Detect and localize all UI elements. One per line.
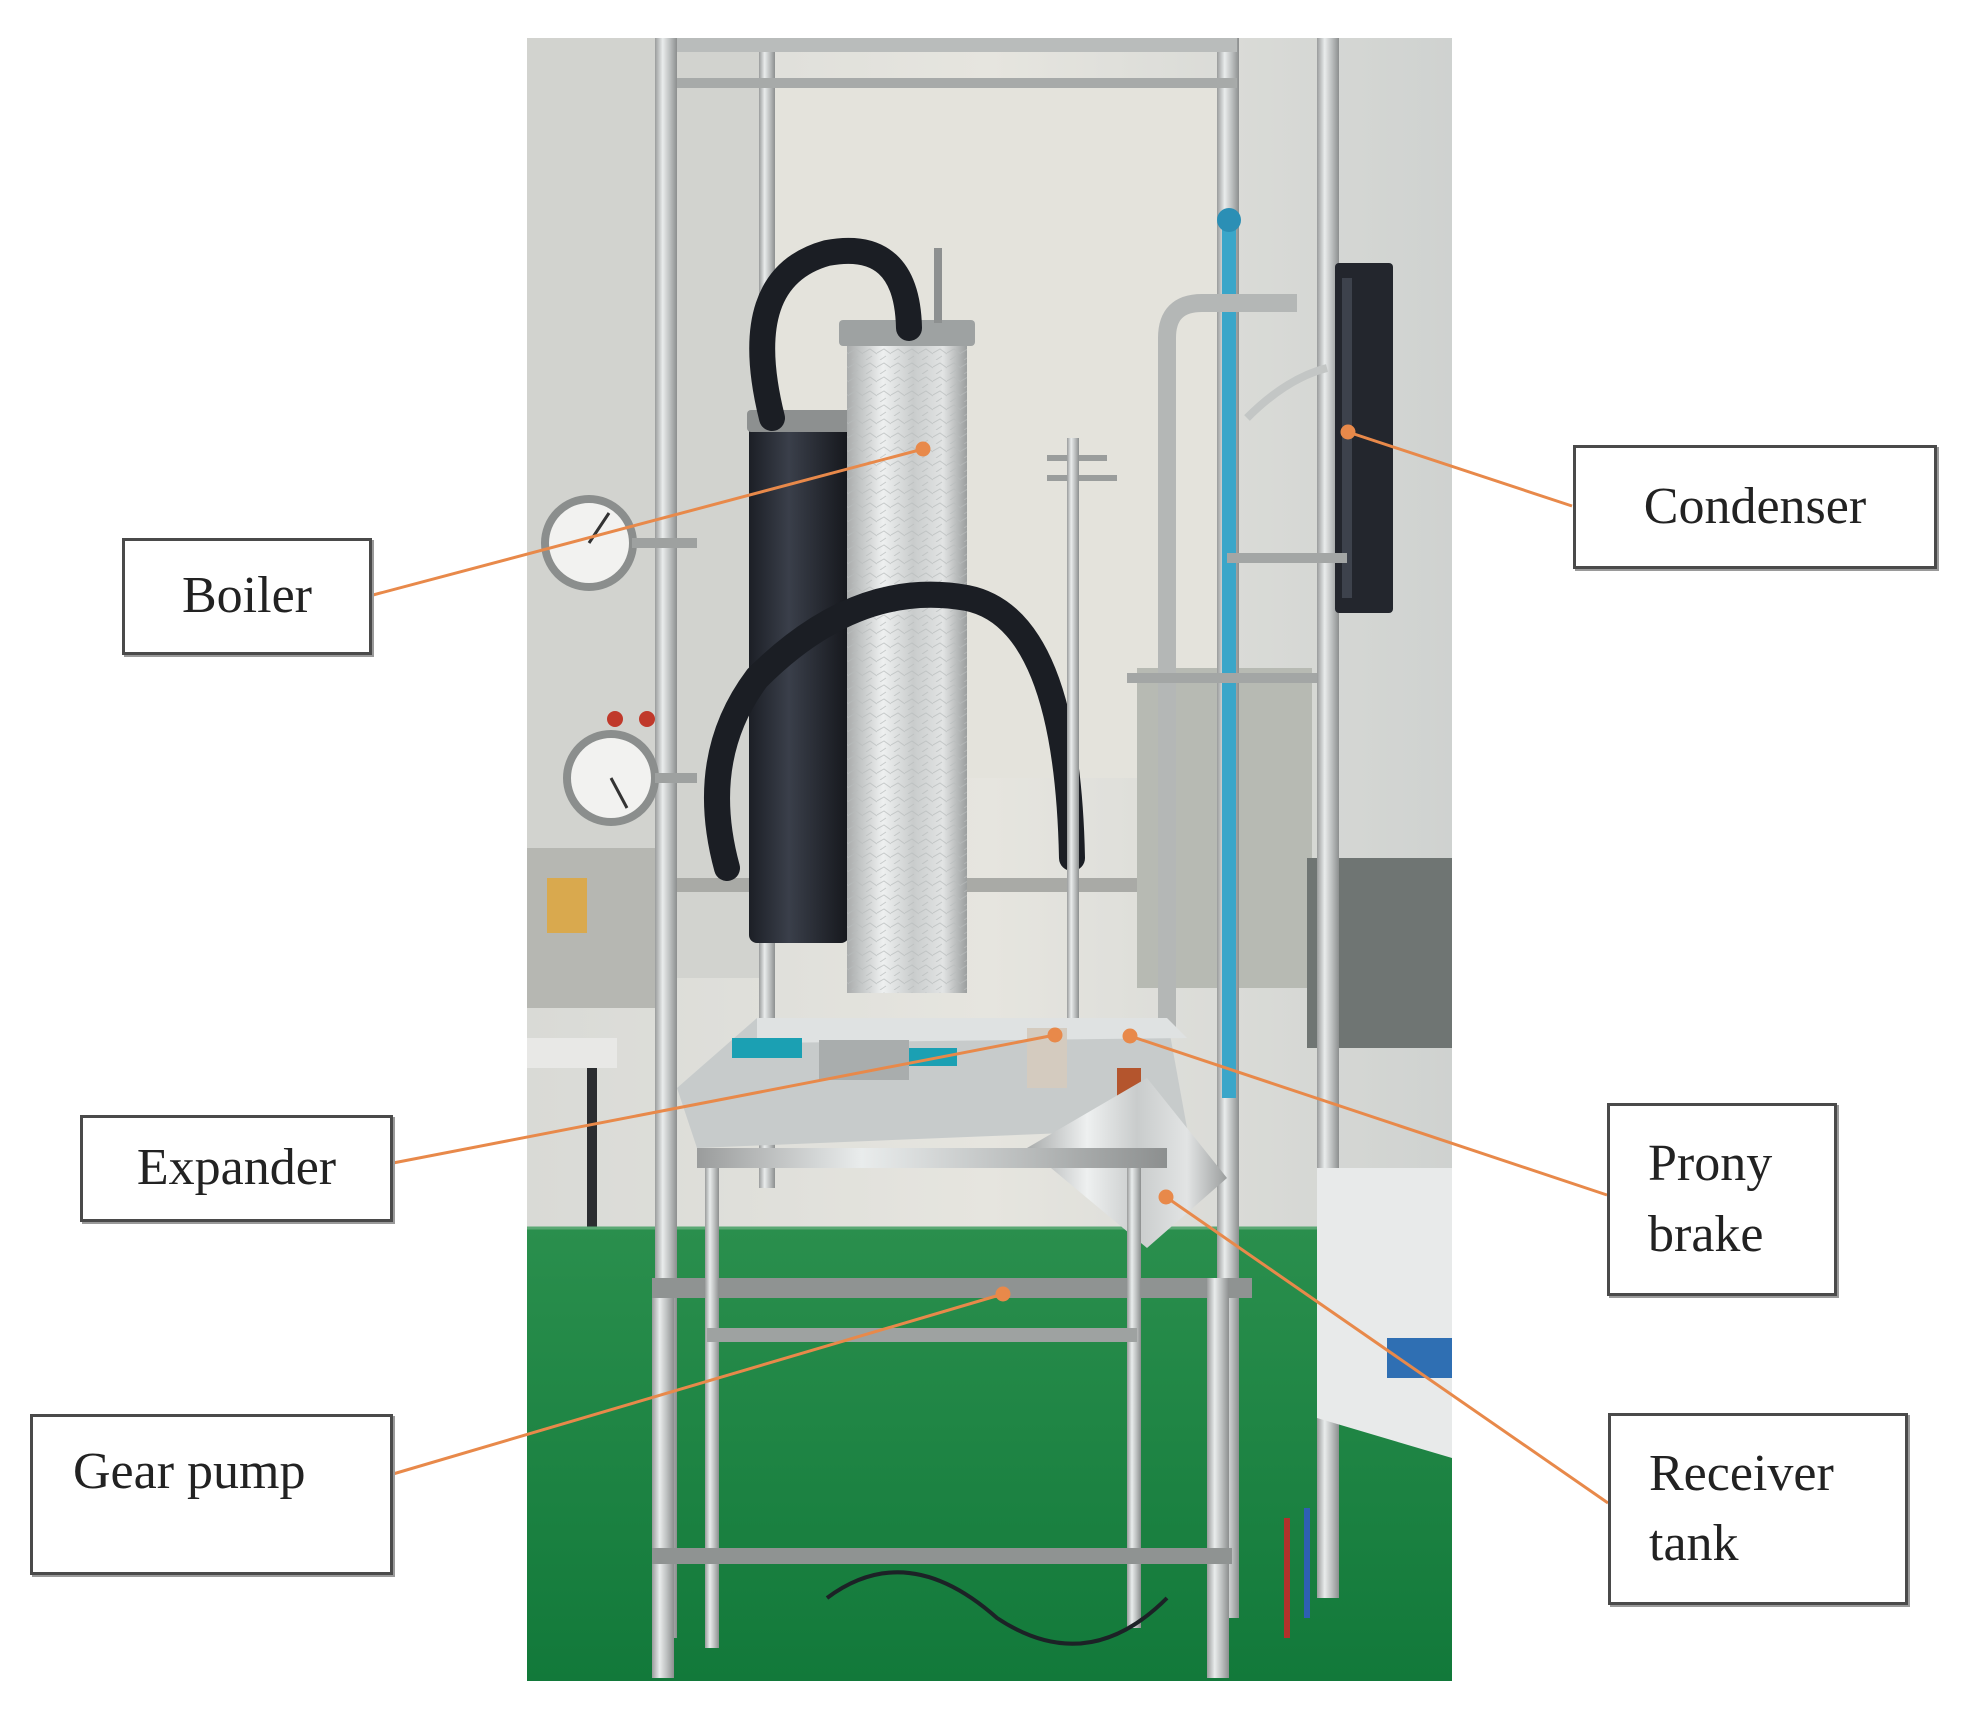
prony-brake-label-line-2: brake: [1648, 1205, 1764, 1263]
gear-pump-label: Gear pump: [30, 1414, 393, 1575]
receiver-tank-label: Receiver tank: [1608, 1413, 1908, 1605]
receiver-tank-label-line-2: tank: [1649, 1515, 1739, 1572]
receiver-tank-label-line-1: Receiver: [1649, 1444, 1834, 1502]
gear-pump-label-text: Gear pump: [73, 1443, 306, 1500]
test-rig-photo: [527, 38, 1452, 1681]
expander-label-text: Expander: [136, 1139, 337, 1197]
expander-label: Expander: [80, 1115, 393, 1222]
boiler-label: Boiler: [122, 538, 372, 655]
boiler-label-text: Boiler: [182, 567, 312, 625]
condenser-label-text: Condenser: [1643, 477, 1867, 535]
prony-brake-label: Prony brake: [1607, 1103, 1837, 1296]
prony-brake-label-line-1: Prony: [1648, 1135, 1773, 1193]
condenser-label: Condenser: [1573, 445, 1937, 569]
